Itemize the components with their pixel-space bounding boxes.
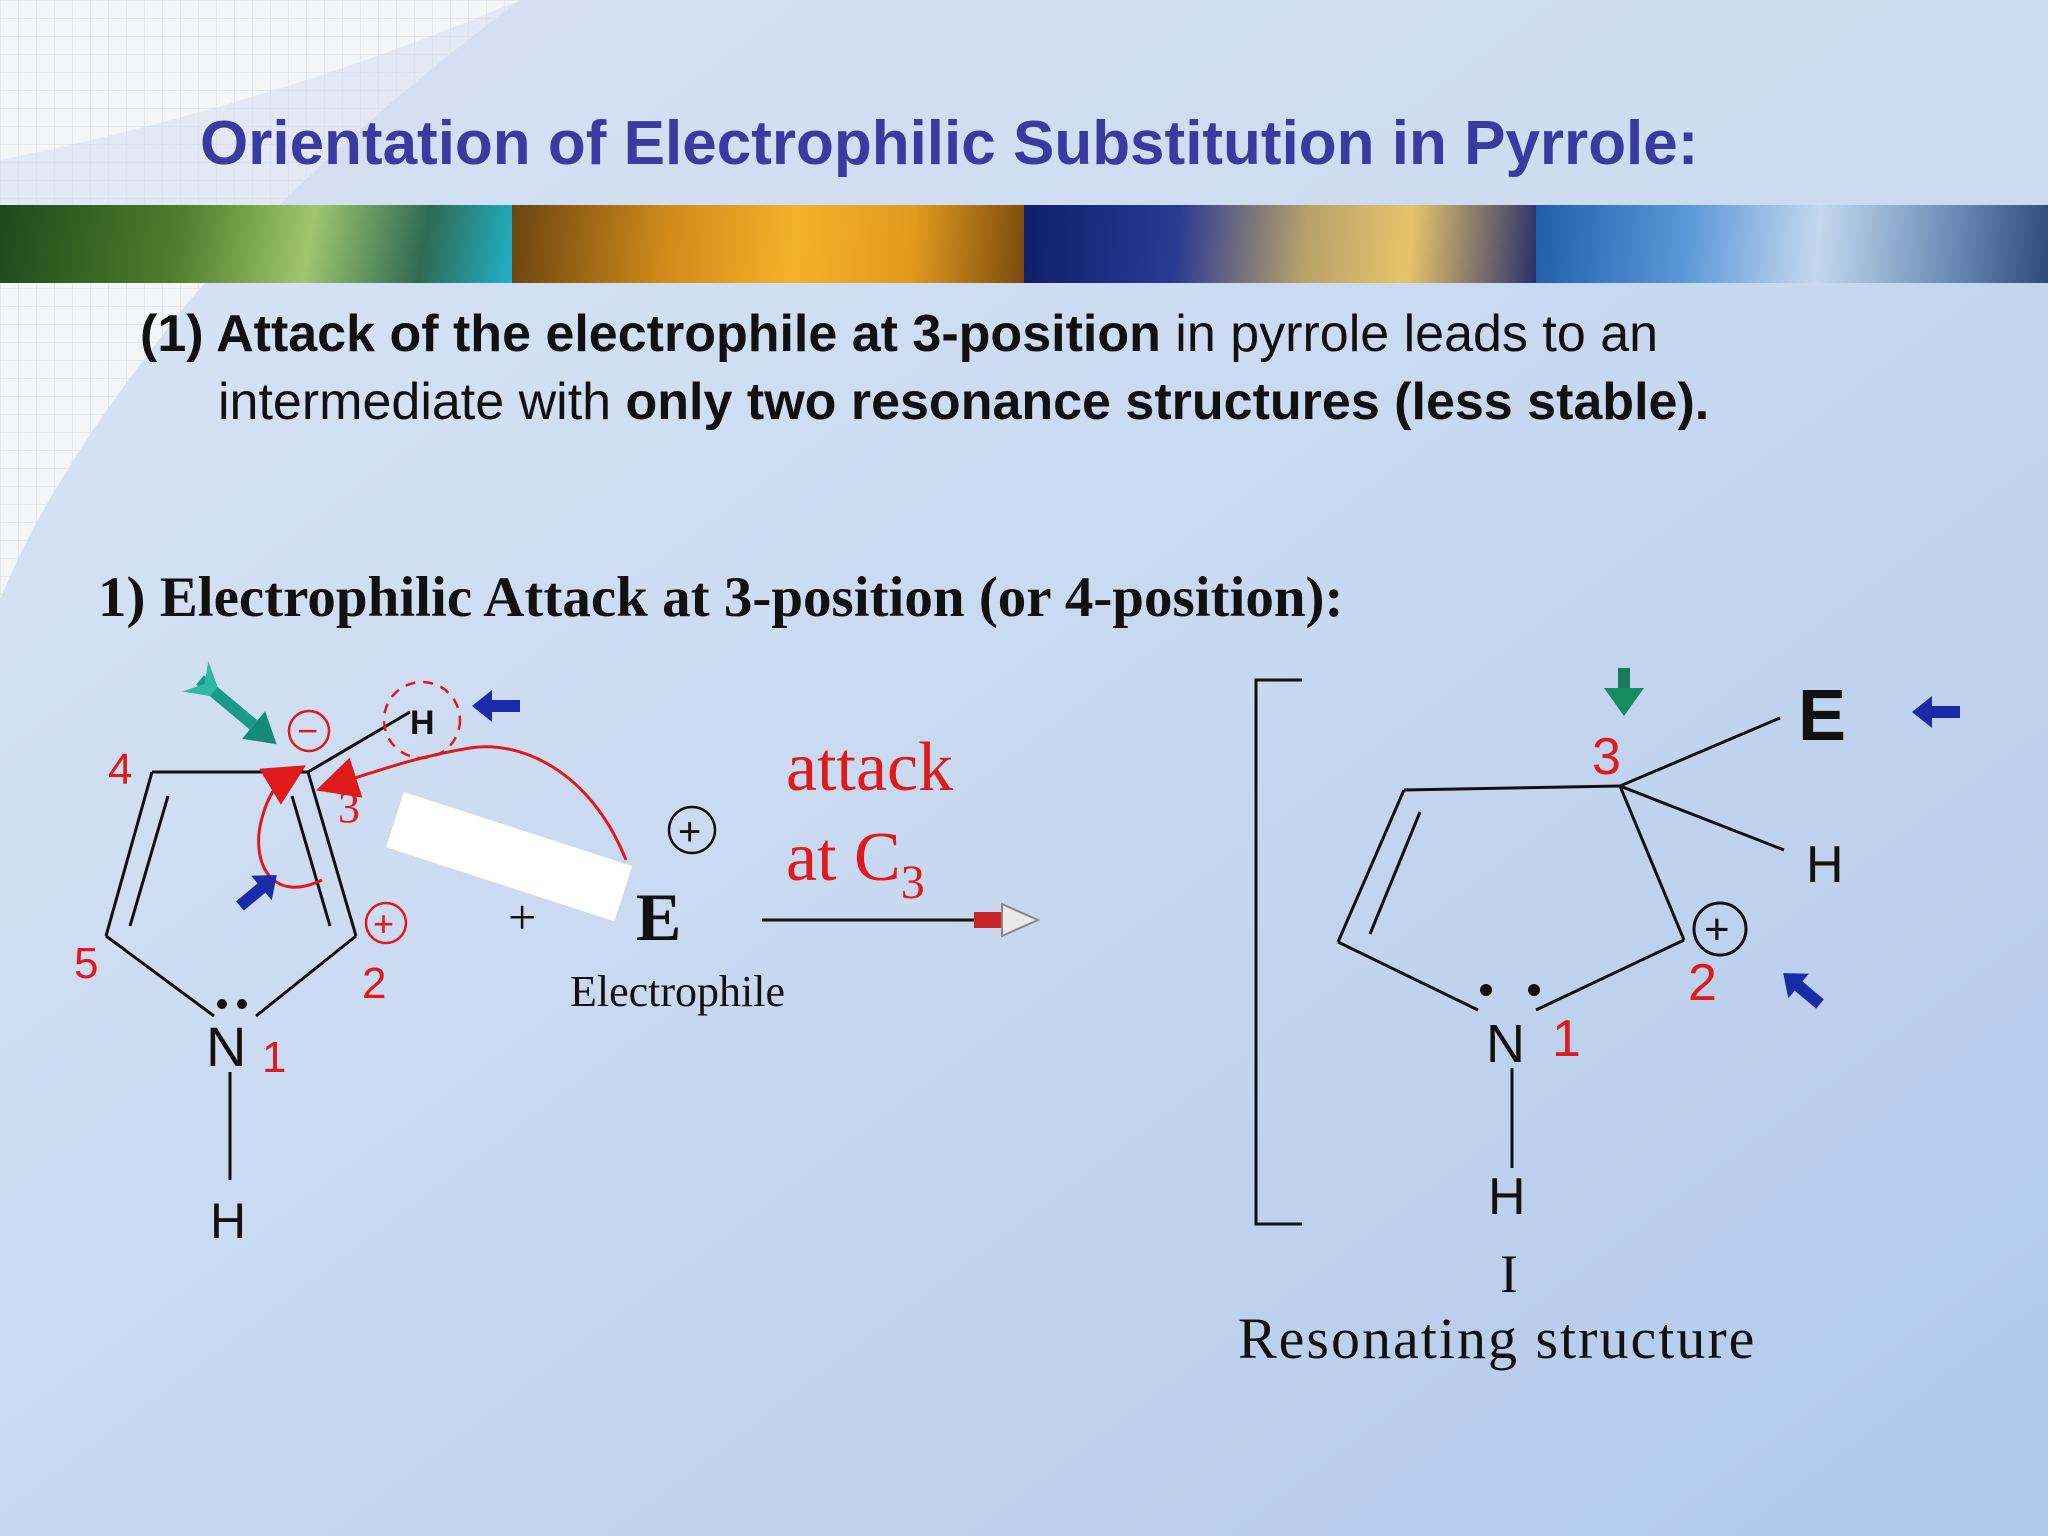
blue-arrow-icon [1912, 696, 1960, 728]
left-position-3: 3 [338, 783, 360, 832]
blue-arrow-icon [236, 875, 277, 911]
red-arrow-icon [974, 902, 1041, 938]
paragraph-line-2: intermediate with only two resonance str… [140, 368, 1940, 436]
curved-arrow-ring [257, 765, 323, 889]
attack-label-at-c: at C [786, 819, 901, 896]
right-pyrrole-ring [1336, 716, 1785, 1168]
right-lone-pair-dot-2 [1528, 984, 1540, 996]
left-position-2: 2 [362, 959, 386, 1008]
curved-arrow-electrophile [315, 745, 628, 861]
paragraph-text-1: in pyrrole leads to an [1160, 305, 1659, 363]
intro-paragraph: (1) Attack of the electrophile at 3-posi… [140, 300, 1940, 436]
right-position-3: 3 [1592, 728, 1621, 786]
left-minus-circle [287, 709, 331, 753]
left-lone-pair-dot-2 [237, 999, 247, 1009]
right-lone-pair-dot-1 [1480, 984, 1492, 996]
right-electrophile: E [1798, 676, 1846, 756]
banner-image-lab [1024, 205, 1536, 283]
left-pyrrole-ring [104, 710, 411, 1180]
teal-arrow-icon [182, 660, 277, 745]
right-bracket [1254, 678, 1302, 1226]
blue-arrow-icon [472, 690, 520, 722]
blank-label-box [386, 792, 633, 922]
attack-label-subscript: 3 [901, 856, 925, 909]
right-nitrogen: N [1486, 1014, 1525, 1074]
right-position-1: 1 [1552, 1010, 1581, 1068]
left-plus-sign: + [373, 903, 394, 944]
right-hydrogen-bottom: H [1488, 1168, 1526, 1226]
paragraph-line-1: (1) Attack of the electrophile at 3-posi… [140, 300, 1940, 368]
blue-arrow-icon [1783, 973, 1824, 1009]
left-minus-sign: − [297, 710, 318, 751]
photo-banner [0, 205, 2048, 283]
electrophile-charge-circle [667, 805, 717, 855]
electrophile-label: Electrophile [570, 967, 785, 1016]
banner-image-mouse [0, 205, 512, 283]
right-plus-sign: + [1704, 905, 1730, 954]
left-position-1: 1 [262, 1033, 286, 1082]
electrophile-symbol: E [636, 879, 681, 955]
roman-numeral-label: I [1500, 1244, 1518, 1304]
left-nitrogen: N [206, 1015, 246, 1078]
right-position-2: 2 [1688, 954, 1717, 1012]
resonating-structure-caption: Resonating structure [1238, 1306, 1756, 1371]
green-arrow-icon [1604, 668, 1644, 716]
plus-operator: + [508, 889, 536, 945]
left-hydrogen-c3: H [410, 704, 435, 742]
left-lone-pair-dot-1 [217, 999, 227, 1009]
attack-label-line2: at C3 [786, 819, 925, 909]
paragraph-bold-1: (1) Attack of the electrophile at 3-posi… [140, 305, 1161, 363]
left-hydrogen-bottom: H [210, 1193, 246, 1249]
left-position-4: 4 [108, 745, 132, 794]
right-hydrogen-c3: H [1806, 836, 1844, 894]
left-position-5: 5 [74, 939, 98, 988]
right-plus-circle [1692, 901, 1748, 957]
slide-title: Orientation of Electrophilic Substitutio… [200, 109, 1699, 178]
paragraph-text-2: intermediate with [218, 373, 626, 431]
left-plus-circle [364, 901, 408, 945]
banner-image-disk [512, 205, 1024, 283]
banner-image-keyboard [1536, 205, 2048, 283]
attack-label-line1: attack [786, 729, 953, 806]
electrophile-charge-sign: + [678, 810, 701, 854]
paragraph-bold-2: only two resonance structures (less stab… [625, 373, 1710, 431]
section-heading: 1) Electrophilic Attack at 3-position (o… [98, 566, 1344, 629]
